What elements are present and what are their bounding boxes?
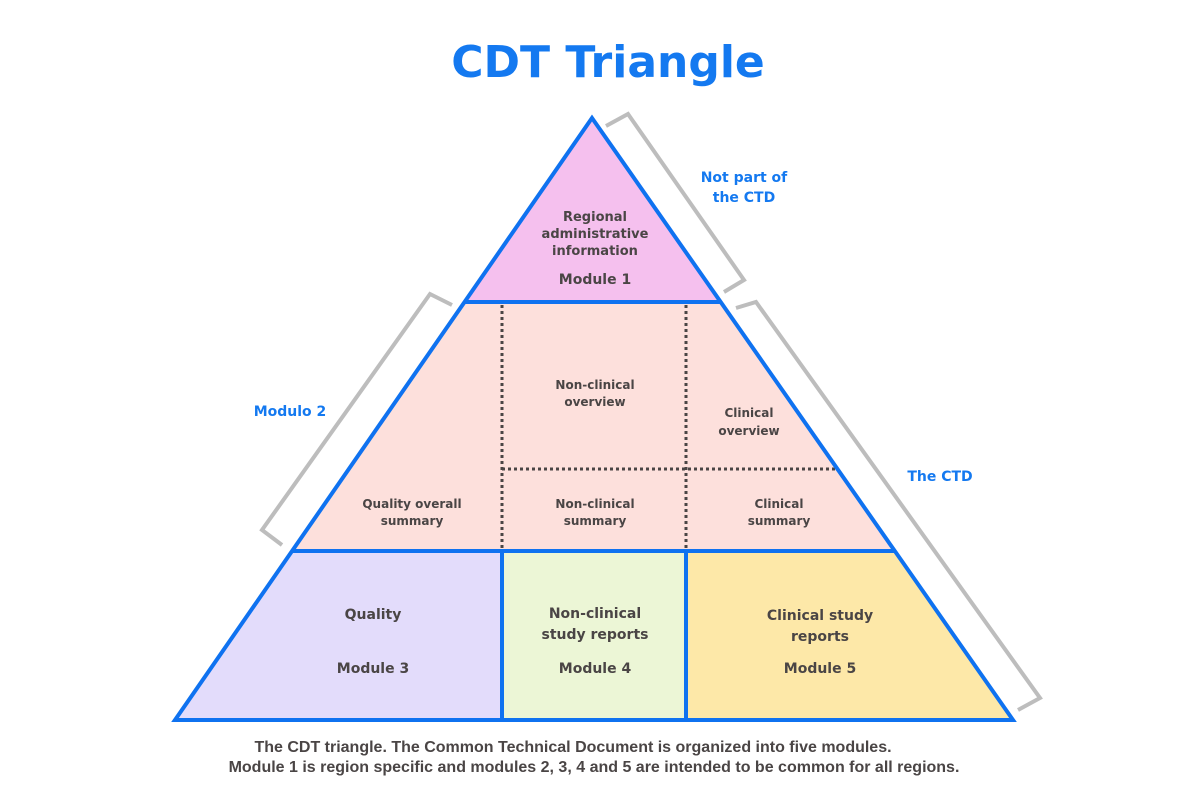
module4-label: Module 4 — [559, 661, 632, 677]
label-modulo2: Modulo 2 — [254, 404, 327, 420]
module1-region — [464, 118, 721, 302]
bracket-the-ctd — [735, 299, 1043, 712]
clinical-overview-line2: overview — [718, 424, 779, 438]
bracket-modulo2 — [259, 291, 453, 547]
nonclinical-overview-line1: Non-clinical — [555, 378, 634, 392]
module3-label: Module 3 — [337, 661, 409, 677]
label-the-ctd: The CTD — [907, 469, 972, 485]
module3-region — [175, 551, 502, 720]
diagram-title: CDT Triangle — [451, 37, 765, 88]
module1-text: Regional administrative information Modu… — [542, 210, 649, 288]
module1-label: Module 1 — [559, 272, 631, 288]
bracket-not-part — [605, 111, 747, 294]
module5-region — [686, 551, 1013, 720]
module2-region — [292, 302, 895, 551]
label-not-part-line1: Not part of — [701, 170, 788, 186]
module1-line3: information — [552, 244, 638, 259]
module5-label: Module 5 — [784, 661, 856, 677]
module4-region — [502, 551, 686, 720]
module3-line1: Quality — [345, 607, 402, 623]
clinical-summary-line2: summary — [748, 514, 811, 528]
module2-text: Quality overall summary Non-clinical ove… — [362, 378, 810, 528]
module5-line1: Clinical study — [767, 608, 873, 624]
module4-text: Non-clinical study reports Module 4 — [542, 606, 649, 677]
module5-text: Clinical study reports Module 5 — [767, 608, 873, 677]
module1-line1: Regional — [563, 210, 627, 225]
triangle-outline — [171, 114, 1017, 722]
clinical-overview-line1: Clinical — [724, 406, 773, 420]
module3-text: Quality Module 3 — [337, 607, 409, 677]
nonclinical-overview-line2: overview — [564, 395, 625, 409]
quality-overall-summary-line2: summary — [381, 514, 444, 528]
label-not-part-line2: the CTD — [713, 190, 775, 206]
nonclinical-summary-line1: Non-clinical — [555, 497, 634, 511]
nonclinical-summary-line2: summary — [564, 514, 627, 528]
module5-line2: reports — [791, 629, 849, 645]
quality-overall-summary-line1: Quality overall — [362, 497, 461, 511]
module4-line2: study reports — [542, 627, 649, 643]
clinical-summary-line1: Clinical — [754, 497, 803, 511]
caption-line2: Module 1 is region specific and modules … — [229, 759, 960, 776]
module4-line1: Non-clinical — [549, 606, 641, 622]
module1-line2: administrative — [542, 227, 649, 242]
caption-line1: The CDT triangle. The Common Technical D… — [254, 739, 891, 756]
